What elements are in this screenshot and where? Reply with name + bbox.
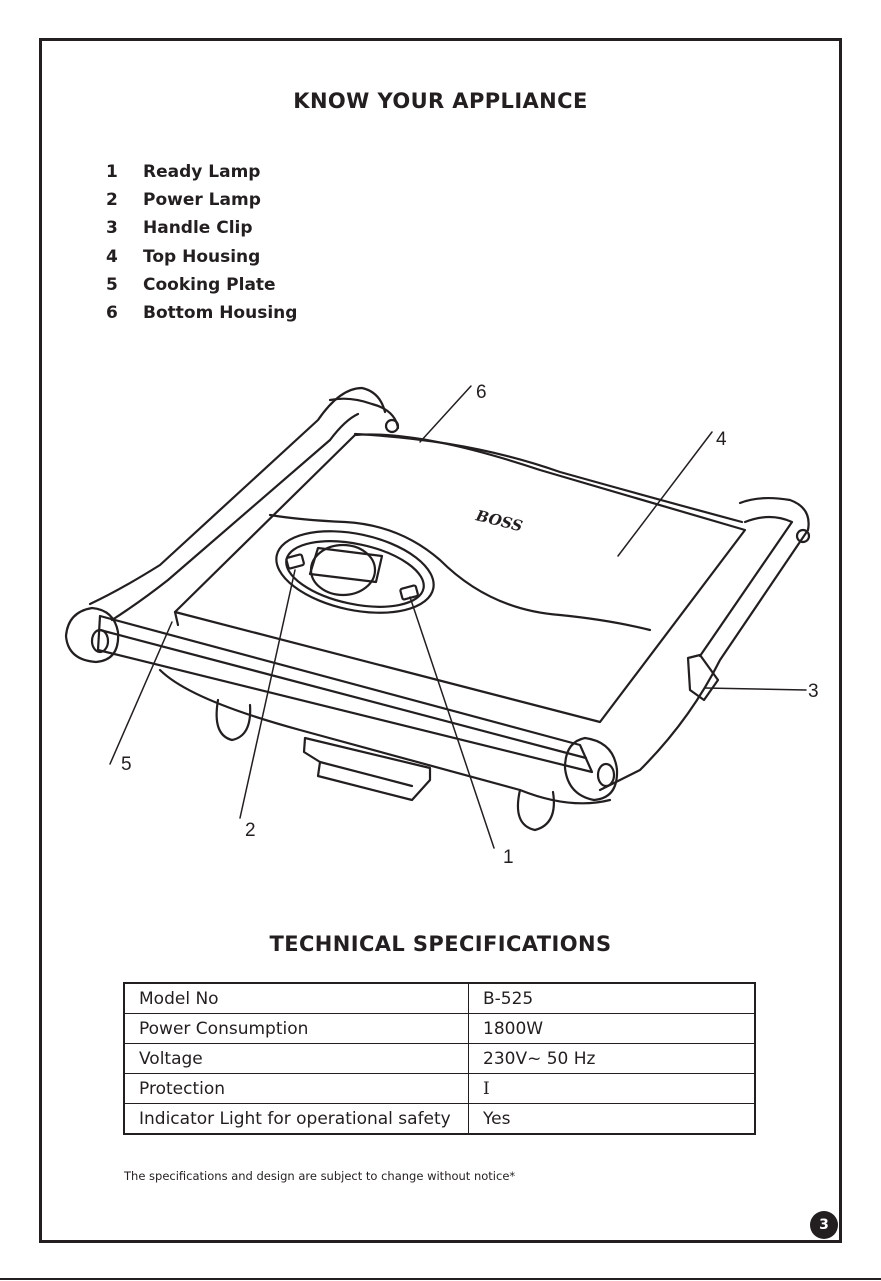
part-label: Handle Clip xyxy=(143,218,253,239)
right-handle-end xyxy=(563,736,619,802)
table-row: Power Consumption 1800W xyxy=(123,1013,756,1044)
part-label: Power Lamp xyxy=(143,190,261,211)
drip-tray xyxy=(302,736,432,802)
spec-value: Yes xyxy=(468,1103,756,1135)
part-number: 6 xyxy=(106,302,118,323)
know-your-appliance-heading: KNOW YOUR APPLIANCE xyxy=(293,89,588,113)
left-arm xyxy=(88,386,387,606)
callout-2: 2 xyxy=(245,820,256,841)
page-border xyxy=(39,38,842,1243)
part-label: Ready Lamp xyxy=(143,162,261,182)
handle-clip xyxy=(686,653,720,702)
right-arm xyxy=(598,496,810,792)
front-handle-bar xyxy=(96,614,594,774)
part-number: 4 xyxy=(106,246,118,267)
part-number: 2 xyxy=(106,190,118,211)
temperature-dial xyxy=(309,543,377,597)
part-number: 1 xyxy=(106,162,118,182)
part-number: 5 xyxy=(106,274,118,295)
spec-key: Voltage xyxy=(123,1043,469,1074)
callout-line-5 xyxy=(109,621,173,765)
foot xyxy=(516,788,555,832)
callout-line-2 xyxy=(239,569,296,819)
table-row: Voltage 230V~ 50 Hz xyxy=(123,1043,756,1074)
spec-value: 230V~ 50 Hz xyxy=(468,1043,756,1074)
part-item: 3 Handle Clip xyxy=(106,214,297,242)
table-row: Indicator Light for operational safety Y… xyxy=(123,1103,756,1135)
part-item: 5 Cooking Plate xyxy=(106,271,297,299)
callout-6: 6 xyxy=(476,382,487,403)
parts-list: 1 Ready Lamp 2 Power Lamp 3 Handle Clip 4 To… xyxy=(106,158,297,327)
part-label: Cooking Plate xyxy=(143,274,276,295)
callout-3: 3 xyxy=(808,681,819,702)
control-panel xyxy=(275,530,435,614)
technical-specifications-heading: TECHNICAL SPECIFICATIONS xyxy=(269,932,612,956)
ready-lamp xyxy=(399,584,419,601)
spec-key: Power Consumption xyxy=(123,1013,469,1044)
spec-value: B-525 xyxy=(468,982,756,1014)
spec-key: Model No xyxy=(123,982,469,1014)
foot xyxy=(215,698,252,742)
callout-line-4 xyxy=(617,431,713,557)
part-item: 1 Ready Lamp xyxy=(106,158,297,186)
spec-table: Model No B-525 Power Consumption 1800W V… xyxy=(123,982,756,1135)
bottom-housing-edge xyxy=(353,432,744,524)
part-number: 3 xyxy=(106,218,118,239)
brand-logo: BOSS xyxy=(473,506,524,535)
footnote: The specifications and design are subjec… xyxy=(124,1169,516,1183)
part-item: 6 Bottom Housing xyxy=(106,299,297,327)
callout-line-1 xyxy=(409,596,495,849)
bottom-rule xyxy=(0,1278,881,1280)
callout-4: 4 xyxy=(716,429,727,450)
part-item: 4 Top Housing xyxy=(106,243,297,271)
table-row: Model No B-525 xyxy=(123,982,756,1014)
part-item: 2 Power Lamp xyxy=(106,186,297,214)
page-number-badge: 3 xyxy=(810,1211,838,1239)
spec-key: Indicator Light for operational safety xyxy=(123,1103,469,1135)
callout-line-6 xyxy=(419,385,472,443)
spec-value: I xyxy=(468,1073,756,1104)
callout-line-3 xyxy=(704,687,807,691)
bottom-body xyxy=(158,668,612,805)
table-row: Protection I xyxy=(123,1073,756,1104)
spec-key: Protection xyxy=(123,1073,469,1104)
part-label: Top Housing xyxy=(143,246,261,267)
part-label: Bottom Housing xyxy=(143,302,298,323)
spec-value: 1800W xyxy=(468,1013,756,1044)
callout-5: 5 xyxy=(121,754,132,775)
callout-1: 1 xyxy=(503,847,514,868)
left-handle-end xyxy=(64,606,120,664)
power-lamp xyxy=(285,553,305,570)
grill-diagram: BOSS 6 4 3 5 2 1 xyxy=(64,382,819,868)
